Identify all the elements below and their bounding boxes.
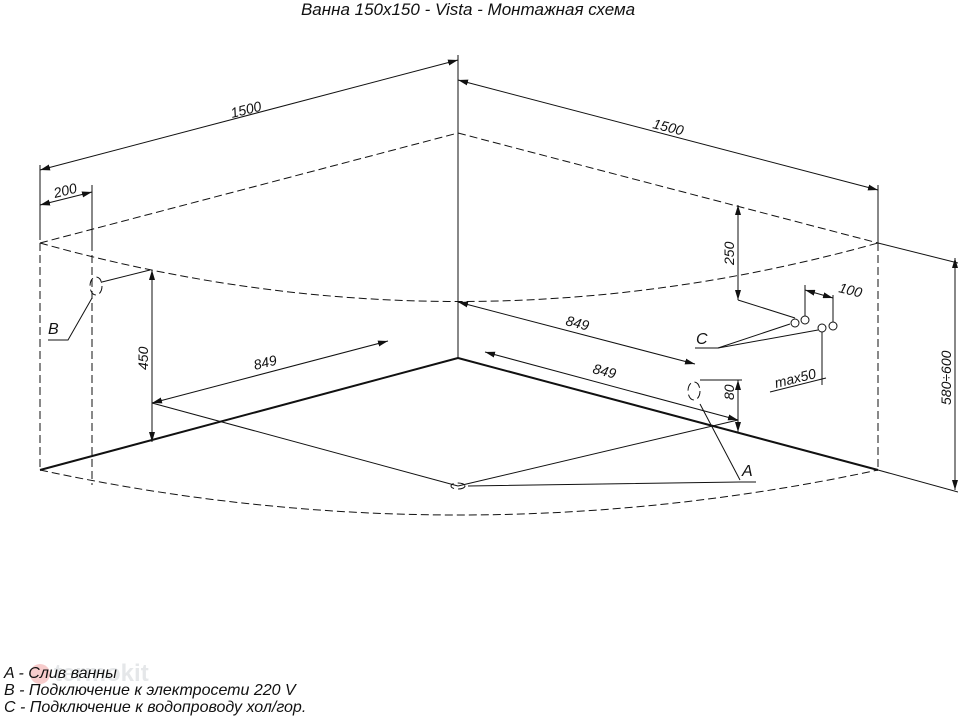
- dim-label-diag-right-top: 849: [564, 312, 591, 333]
- tub-top-right-edge: [457, 132, 879, 244]
- a-marker-leader-2: [699, 403, 741, 481]
- legend-item-c: C - Подключение к водопроводу хол/гор.: [4, 699, 307, 716]
- c-marker-leader: [695, 323, 791, 349]
- c-pipe-cold-inner: [800, 315, 810, 325]
- watermark-logo-icon: [30, 664, 50, 684]
- dim-line-max-c: [769, 377, 827, 393]
- ext-line: [877, 242, 958, 264]
- drain-center-symbol: [450, 482, 466, 490]
- tub-top-front-arc: [39, 242, 879, 302]
- c-pipe-hot-inner: [828, 321, 838, 331]
- watermark: termokit: [30, 660, 149, 688]
- dim-label-total-height: 580÷600: [938, 350, 954, 405]
- dim-line-width-right: [457, 79, 879, 191]
- tub-bottom-arc: [39, 469, 879, 516]
- c-pipe-hot-outer: [817, 323, 827, 333]
- marker-b: B: [48, 321, 59, 338]
- dim-label-offset-b: 200: [51, 180, 79, 201]
- watermark-text: termokit: [54, 660, 149, 687]
- marker-a: A: [741, 463, 753, 480]
- b-marker-leader: [48, 297, 93, 341]
- dim-label-height-b: 450: [135, 346, 151, 370]
- dim-line-width-left: [39, 59, 459, 171]
- dim-line-diag-right: [484, 351, 739, 421]
- drain-guide-right: [457, 419, 739, 487]
- dim-label-width-left: 1500: [229, 98, 263, 121]
- c-marker-leader-2: [717, 329, 819, 349]
- dim-label-diag-left: 849: [252, 352, 279, 373]
- dim-line-offset-b: [39, 191, 93, 206]
- c-pipe-cold-outer: [790, 318, 800, 328]
- legend-item-b: B - Подключение к электросети 220 V: [4, 682, 296, 699]
- floor-edge-left: [39, 357, 459, 471]
- dim-label-height-c: 250: [721, 241, 737, 266]
- ext-line: [737, 299, 796, 319]
- b-connection-leader: [101, 269, 151, 283]
- tub-top-left-edge: [39, 132, 459, 244]
- dim-label-spacing-c: 100: [837, 279, 864, 300]
- legend: A - Слив ванны B - Подключение к электро…: [4, 665, 306, 716]
- a-marker-leader: [467, 481, 756, 487]
- page-title: Ванна 150x150 - Vista - Монтажная схема: [300, 0, 636, 19]
- marker-c: C: [696, 331, 708, 348]
- drain-guide-left: [151, 402, 459, 487]
- dim-line-diag-left: [151, 340, 389, 404]
- dim-label-width-right: 1500: [651, 115, 685, 138]
- dim-line-spacing-c: [804, 289, 834, 299]
- dim-label-height-a: 80: [721, 384, 737, 400]
- dim-label-max-c: max50: [773, 365, 818, 391]
- ext-line: [877, 469, 958, 493]
- b-connection-symbol: [89, 276, 103, 296]
- legend-item-a: A - Слив ванны: [4, 665, 117, 682]
- drain-overflow-symbol: [687, 381, 701, 401]
- dim-label-diag-right: 849: [591, 360, 618, 381]
